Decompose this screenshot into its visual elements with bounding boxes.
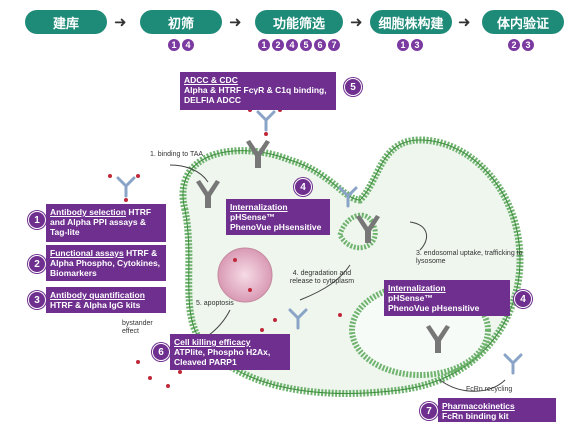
step-arrow-icon: ➜ [114, 14, 127, 31]
num-badge: 1 [397, 39, 409, 51]
badge-functional: 2 [28, 255, 46, 273]
step-nums-3: 1 3 [397, 39, 423, 51]
num-badge: 1 [168, 39, 180, 51]
box-line: Alpha & HTRF FcγR & C1q binding, [184, 85, 327, 95]
antibody-icons [116, 110, 523, 375]
step-pill-2: 功能筛选 [255, 10, 343, 34]
label-degradation: 4. degradation and release to cytoplasm [289, 270, 355, 285]
box-internalization-2: Internalization pHSense™ PhenoVue pHsens… [384, 280, 510, 316]
badge-adcc: 5 [344, 78, 362, 96]
label-apoptosis: 5. apoptosis [196, 300, 234, 307]
step-arrow-icon: ➜ [458, 14, 471, 31]
box-quantification: Antibody quantification HTRF & Alpha IgG… [46, 287, 166, 313]
badge-internalization-1: 4 [294, 178, 312, 196]
num-badge: 4 [182, 39, 194, 51]
box-line: DELFIA ADCC [184, 95, 241, 105]
badge-cell-killing: 6 [152, 343, 170, 361]
box-line: Cleaved PARP1 [174, 357, 237, 367]
box-title: Internalization [230, 202, 288, 212]
num-badge: 1 [258, 39, 270, 51]
step-pill-4: 体内验证 [482, 10, 564, 34]
num-badge: 4 [286, 39, 298, 51]
box-line: PhenoVue pHsensitive [230, 222, 322, 232]
label-binding: 1. binding to TAA [150, 151, 204, 158]
box-title: ADCC & CDC [184, 75, 238, 85]
box-line: pHSense™ [388, 293, 433, 303]
box-title: Antibody quantification [50, 290, 145, 300]
box-rest: HTRF and Alpha PPI assays & Tag-lite [50, 207, 152, 237]
box-line: PhenoVue pHsensitive [388, 303, 480, 313]
label-endosomal: 3. endosomal uptake, trafficking to lyso… [416, 250, 523, 265]
label-bystander: bystander effect [122, 320, 153, 335]
num-badge: 7 [328, 39, 340, 51]
step-pill-3: 细胞株构建 [370, 10, 452, 34]
step-pill-1: 初筛 [140, 10, 222, 34]
apoptotic-body [217, 247, 273, 303]
step-nums-1: 1 4 [168, 39, 194, 51]
num-badge: 3 [522, 39, 534, 51]
box-selection: Antibody selection HTRF and Alpha PPI as… [46, 204, 166, 242]
box-functional: Functional assays HTRF & Alpha Phospho, … [46, 245, 166, 281]
box-line: FcRn binding kit [442, 411, 509, 421]
box-line: HTRF & Alpha IgG kits [50, 300, 141, 310]
box-title: Cell killing efficacy [174, 337, 251, 347]
box-title: Pharmacokinetics [442, 401, 515, 411]
step-nums-4: 2 3 [508, 39, 534, 51]
num-badge: 5 [300, 39, 312, 51]
badge-pharmacokinetics: 7 [420, 402, 438, 420]
box-line: pHSense™ [230, 212, 275, 222]
box-pharmacokinetics: Pharmacokinetics FcRn binding kit [438, 398, 556, 422]
badge-selection: 1 [28, 211, 46, 229]
step-arrow-icon: ➜ [350, 14, 363, 31]
step-arrow-icon: ➜ [229, 14, 242, 31]
label-fcrn: FcRn recycling [466, 386, 513, 393]
step-pill-0: 建库 [25, 10, 107, 34]
box-rest: HTRF & Alpha Phospho, Cytokines, Biomark… [50, 248, 161, 278]
box-title: Antibody selection [50, 207, 127, 217]
box-title: Functional assays [50, 248, 124, 258]
box-line: ATPlite, Phospho H2Ax, [174, 347, 271, 357]
box-adcc: ADCC & CDC Alpha & HTRF FcγR & C1q bindi… [180, 72, 336, 110]
box-cell-killing: Cell killing efficacy ATPlite, Phospho H… [170, 334, 290, 370]
step-nums-2: 1 2 4 5 6 7 [258, 39, 340, 51]
num-badge: 3 [411, 39, 423, 51]
num-badge: 2 [508, 39, 520, 51]
badge-internalization-2: 4 [514, 290, 532, 308]
num-badge: 6 [314, 39, 326, 51]
box-internalization-1: Internalization pHSense™ PhenoVue pHsens… [226, 199, 330, 235]
badge-quantification: 3 [28, 291, 46, 309]
receptor-icons [196, 140, 450, 353]
num-badge: 2 [272, 39, 284, 51]
box-title: Internalization [388, 283, 446, 293]
